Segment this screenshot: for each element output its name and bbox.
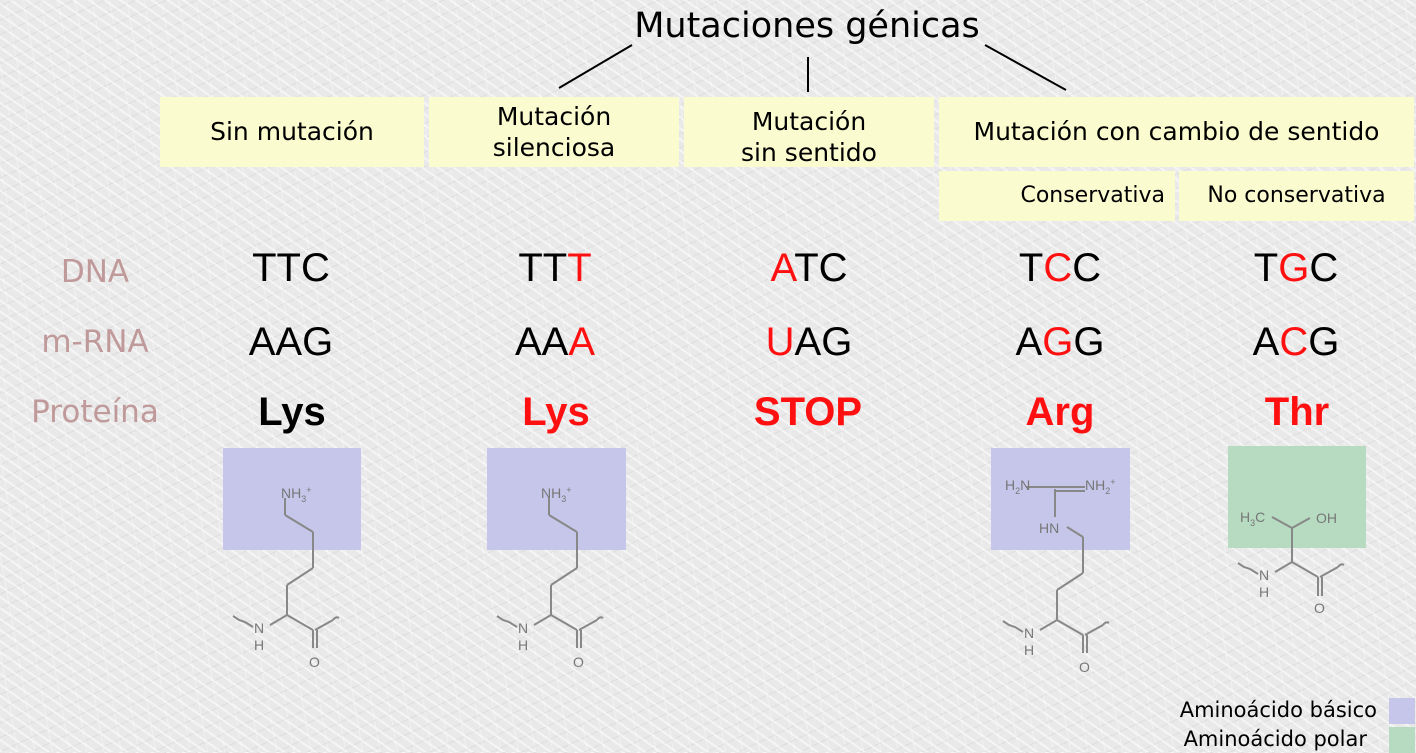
mrna-codon-2-base: AA xyxy=(514,320,569,364)
protein-5: Thr xyxy=(1264,390,1330,434)
lysine-structure-1: NH3+ N H O xyxy=(232,485,340,670)
svg-text:N: N xyxy=(254,620,264,636)
svg-text:N: N xyxy=(1024,625,1034,641)
protein-4: Arg xyxy=(1025,390,1095,434)
svg-text:O: O xyxy=(573,654,584,670)
dna-codon-3: ATC xyxy=(729,246,889,291)
nh3-label-1: NH3+ xyxy=(281,485,312,504)
hn-label: HN xyxy=(1039,520,1059,536)
side-chain-box-thr xyxy=(1228,446,1366,548)
category-no-conservativa-label: No conservativa xyxy=(1207,183,1386,209)
mrna-codon-4-mutated: G xyxy=(1042,320,1074,364)
legend-polar-swatch xyxy=(1389,727,1415,753)
dna-codon-4-c: C xyxy=(1072,246,1102,290)
mrna-codon-5-mutated: C xyxy=(1279,320,1309,364)
category-sin-mutacion: Sin mutación xyxy=(160,97,424,167)
oh-label: OH xyxy=(1316,510,1337,526)
category-sin-sentido-line2: sin sentido xyxy=(741,138,877,167)
dna-codon-3-mutated: A xyxy=(770,246,795,290)
dna-codon-3-base: TC xyxy=(794,246,848,290)
mrna-codon-4-c: G xyxy=(1073,320,1105,364)
mrna-codon-5-c: G xyxy=(1308,320,1340,364)
threonine-structure: H3C OH N H O xyxy=(1237,509,1345,616)
svg-text:H: H xyxy=(1259,584,1269,600)
dna-codon-4-mutated: C xyxy=(1043,246,1073,290)
protein-3-stop: STOP xyxy=(753,390,863,434)
category-sin-mutacion-label: Sin mutación xyxy=(210,117,374,147)
svg-text:N: N xyxy=(1259,567,1269,583)
legend-basic-swatch xyxy=(1389,698,1415,724)
protein-2: Lys xyxy=(522,390,590,434)
svg-text:H: H xyxy=(518,637,528,653)
dna-codon-2: TTT xyxy=(475,246,635,291)
dna-codon-2-base: TT xyxy=(518,246,568,290)
mrna-codon-1-text: AAG xyxy=(248,320,334,364)
mrna-codon-3-base: AG xyxy=(794,320,853,364)
mrna-codon-1: AAG xyxy=(211,320,371,365)
mrna-codon-4: AGG xyxy=(980,320,1140,365)
side-chain-box-lys-1 xyxy=(223,448,361,550)
category-cambio-sentido-label: Mutación con cambio de sentido xyxy=(973,117,1380,147)
mrna-codon-3-mutated: U xyxy=(765,320,795,364)
row-label-mrna: m-RNA xyxy=(41,324,149,360)
diagram-title: Mutaciones génicas xyxy=(634,6,980,46)
side-chain-box-lys-2 xyxy=(487,448,626,550)
row-label-protein: Proteína xyxy=(31,394,159,430)
category-silenciosa-line2: silenciosa xyxy=(492,133,616,162)
category-no-conservativa: No conservativa xyxy=(1179,171,1414,221)
svg-text:H: H xyxy=(254,637,264,653)
category-silenciosa-line1: Mutación xyxy=(496,101,612,131)
category-conservativa-label: Conservativa xyxy=(1020,183,1165,209)
row-label-dna: DNA xyxy=(60,254,130,290)
category-cambio-sentido: Mutación con cambio de sentido xyxy=(939,97,1414,167)
legend-polar-label: Aminoácido polar xyxy=(1183,727,1367,751)
protein-1: Lys xyxy=(258,390,326,434)
dna-codon-4: TCC xyxy=(980,246,1140,291)
dna-codon-1-text: TTC xyxy=(252,246,330,290)
legend-basic-label: Aminoácido básico xyxy=(1179,698,1377,722)
lysine-structure-2: NH3+ N H O xyxy=(496,485,604,670)
dna-codon-5-c: C xyxy=(1309,246,1339,290)
h3c-label: H3C xyxy=(1240,509,1265,528)
dna-codon-4-a: T xyxy=(1018,246,1044,290)
side-chain-box-arg xyxy=(991,448,1130,550)
title-connectors xyxy=(558,44,1067,92)
arginine-structure: H2N NH2+ HN N H O xyxy=(1002,477,1116,675)
mrna-codon-4-a: A xyxy=(1015,320,1043,364)
svg-text:O: O xyxy=(309,654,320,670)
dna-codon-5-mutated: G xyxy=(1278,246,1310,290)
category-sin-sentido-line1: Mutación xyxy=(751,106,867,136)
dna-codon-1: TTC xyxy=(211,246,371,291)
mrna-codon-3: UAG xyxy=(729,320,889,365)
nh3-label-2: NH3+ xyxy=(541,485,572,504)
mrna-codon-5: ACG xyxy=(1216,320,1376,365)
mrna-codon-5-a: A xyxy=(1252,320,1280,364)
dna-codon-5-a: T xyxy=(1253,246,1279,290)
mrna-codon-2: AAA xyxy=(475,320,635,365)
category-conservativa: Conservativa xyxy=(939,171,1175,221)
dna-codon-2-mutated: T xyxy=(567,246,592,290)
category-silenciosa: Mutación silenciosa xyxy=(429,97,679,167)
svg-text:H: H xyxy=(1024,642,1034,658)
h2n-label: H2N xyxy=(1005,477,1030,496)
mrna-codon-2-mutated: A xyxy=(568,320,596,364)
nh2-label: NH2+ xyxy=(1085,477,1116,496)
svg-text:N: N xyxy=(518,620,528,636)
category-sin-sentido: Mutación sin sentido xyxy=(684,97,934,167)
dna-codon-5: TGC xyxy=(1216,246,1376,291)
svg-text:O: O xyxy=(1079,659,1090,675)
svg-text:O: O xyxy=(1314,600,1325,616)
